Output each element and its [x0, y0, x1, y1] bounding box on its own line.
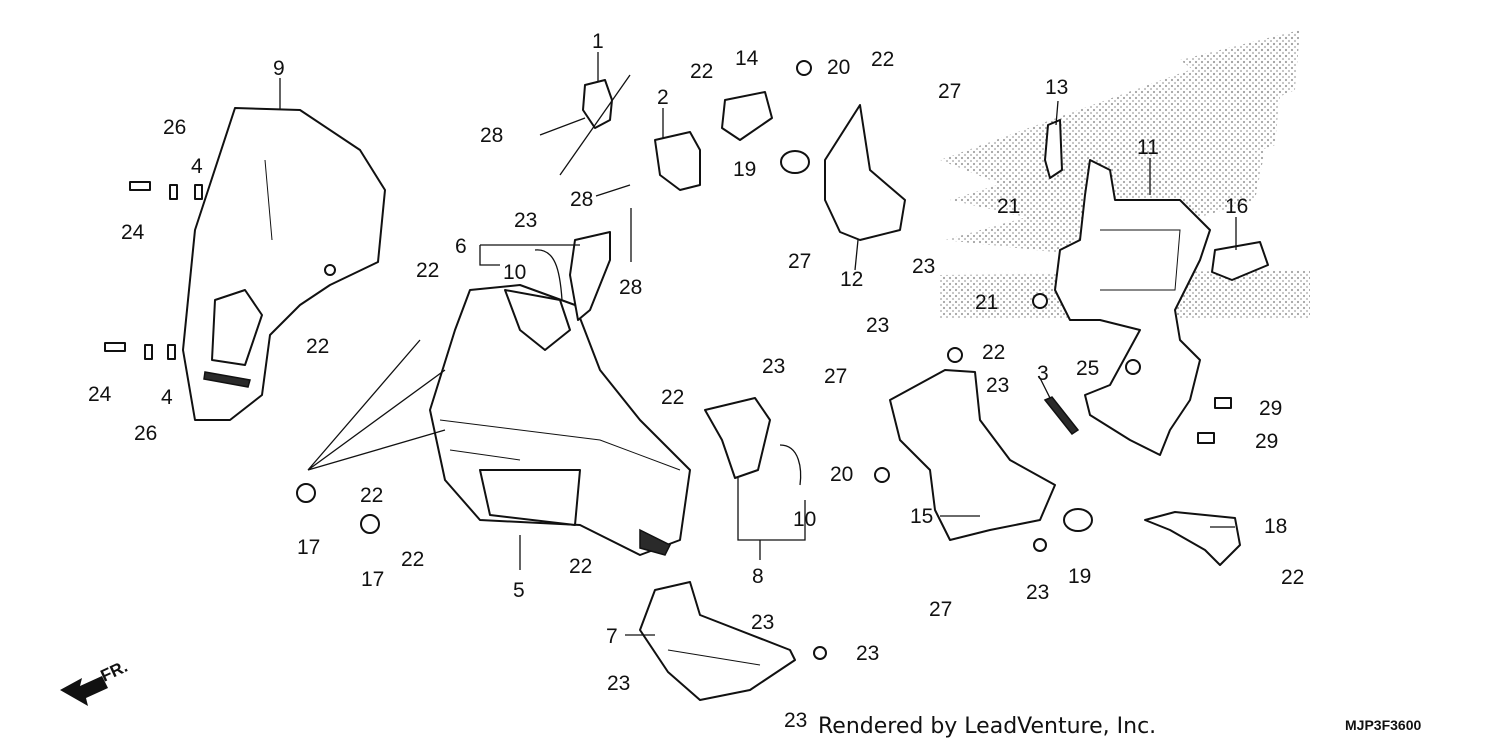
callout-23-b: 23 [912, 255, 935, 278]
callout-7: 7 [606, 625, 618, 648]
callout-22-h: 22 [401, 548, 424, 571]
cap-part-14 [721, 91, 773, 141]
fasteners [104, 60, 1232, 660]
grommet-part-19-upper [780, 150, 810, 174]
callout-20-upper: 20 [827, 56, 850, 79]
callout-29-lower: 29 [1255, 430, 1278, 453]
bracket-part-15 [889, 369, 1056, 541]
callout-6: 6 [455, 235, 467, 258]
callout-28-a: 28 [480, 124, 503, 147]
inner-panel-part [704, 397, 771, 479]
callout-29-upper: 29 [1259, 397, 1282, 420]
cover-part-16 [1211, 241, 1269, 281]
callout-27-c: 27 [824, 365, 847, 388]
callout-24-lower: 24 [88, 383, 112, 406]
callout-4-lower: 4 [161, 386, 173, 409]
callout-18: 18 [1264, 515, 1287, 538]
callout-14: 14 [735, 47, 759, 70]
callout-22-b: 22 [871, 48, 894, 71]
callout-17-left: 17 [297, 536, 320, 559]
credit-text: Rendered by LeadVenture, Inc. [818, 714, 1156, 739]
callout-21-lower: 21 [975, 291, 998, 314]
callout-3: 3 [1037, 362, 1049, 385]
callout-22-f: 22 [982, 341, 1005, 364]
main-stay-part [1054, 159, 1211, 456]
callout-labels: 1 2 3 4 4 5 6 7 8 9 10 10 11 12 13 14 15… [88, 30, 1304, 732]
callout-19-upper: 19 [733, 158, 756, 181]
callout-8: 8 [752, 565, 764, 588]
callout-22-a: 22 [690, 60, 713, 83]
callout-26-lower: 26 [134, 422, 157, 445]
callout-27-b: 27 [788, 250, 811, 273]
callout-25: 25 [1076, 357, 1099, 380]
diagram-code: MJP3F3600 [1345, 717, 1421, 733]
front-cowl-part [429, 284, 691, 556]
callout-1: 1 [592, 30, 604, 53]
callout-2: 2 [657, 86, 669, 109]
callout-17-right: 17 [361, 568, 384, 591]
callout-22-d: 22 [306, 335, 329, 358]
callout-27-a: 27 [938, 80, 961, 103]
callout-22-c: 22 [416, 259, 439, 282]
callout-19-lower: 19 [1068, 565, 1091, 588]
callout-23-a: 23 [514, 209, 537, 232]
callout-23-e: 23 [986, 374, 1009, 397]
callout-21-upper: 21 [997, 195, 1020, 218]
hose-part-lower [779, 444, 802, 486]
callout-15: 15 [910, 505, 933, 528]
callout-23-h: 23 [856, 642, 879, 665]
callout-23-g: 23 [751, 611, 774, 634]
callout-22-j: 22 [1281, 566, 1304, 589]
callout-13: 13 [1045, 76, 1068, 99]
callout-5: 5 [513, 579, 525, 602]
callout-24-upper: 24 [121, 221, 145, 244]
switch-assembly-2 [654, 131, 701, 191]
callout-11: 11 [1137, 136, 1159, 159]
callout-16: 16 [1225, 195, 1248, 218]
cowl-bracket-part [569, 231, 611, 321]
callout-23-c: 23 [866, 314, 889, 337]
cover-part-18 [1144, 511, 1241, 566]
front-direction-arrow: FR. [60, 657, 131, 706]
callout-23-d: 23 [762, 355, 785, 378]
spring-part-3 [1043, 396, 1080, 436]
callout-22-g: 22 [360, 484, 383, 507]
callout-28-b: 28 [570, 188, 593, 211]
callout-28-c: 28 [619, 276, 642, 299]
leader-lines [279, 52, 1237, 636]
callout-12: 12 [840, 268, 863, 291]
callout-23-i: 23 [607, 672, 630, 695]
callout-10-lower: 10 [793, 508, 816, 531]
bracket-part-12 [824, 104, 906, 241]
lower-cover-part [639, 581, 796, 701]
part-13 [1044, 119, 1063, 179]
callout-20-lower: 20 [830, 463, 853, 486]
callout-10-upper: 10 [503, 261, 526, 284]
callout-27-d: 27 [929, 598, 952, 621]
callout-23-f: 23 [1026, 581, 1049, 604]
windscreen-part [182, 107, 386, 421]
callout-9: 9 [273, 57, 285, 80]
grommet-part-19-lower [1063, 508, 1093, 532]
callout-23-j: 23 [784, 709, 807, 732]
callout-22-e: 22 [661, 386, 684, 409]
callout-22-i: 22 [569, 555, 592, 578]
switch-assembly-1 [559, 74, 631, 176]
callout-4-upper: 4 [191, 155, 203, 178]
callout-26-upper: 26 [163, 116, 186, 139]
hose-part-upper [534, 249, 563, 301]
